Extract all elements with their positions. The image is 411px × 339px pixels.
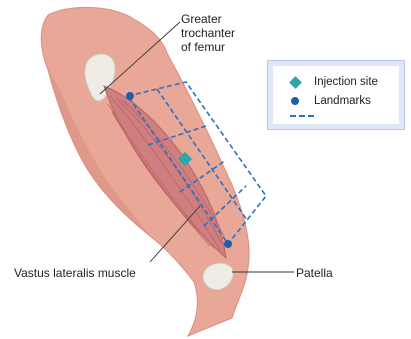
legend-landmarks-label: Landmarks	[314, 95, 371, 107]
label-greater-trochanter: Greater trochanter of femur	[181, 12, 291, 54]
legend-injection-label: Injection site	[314, 76, 378, 88]
label-patella: Patella	[296, 266, 333, 280]
label-trochanter-line1: Greater	[181, 12, 291, 26]
label-trochanter-line2: trochanter	[181, 26, 291, 40]
dot-icon	[284, 94, 306, 108]
legend-item-landmarks: Landmarks	[284, 94, 371, 108]
dashed-line-icon	[290, 115, 314, 117]
legend: Injection site Landmarks	[267, 60, 405, 130]
landmark-trochanter	[126, 92, 134, 100]
landmark-knee	[224, 240, 232, 248]
diamond-icon	[284, 75, 306, 89]
label-vastus-lateralis: Vastus lateralis muscle	[14, 266, 136, 280]
legend-item-injection: Injection site	[284, 75, 378, 89]
label-trochanter-line3: of femur	[181, 40, 291, 54]
